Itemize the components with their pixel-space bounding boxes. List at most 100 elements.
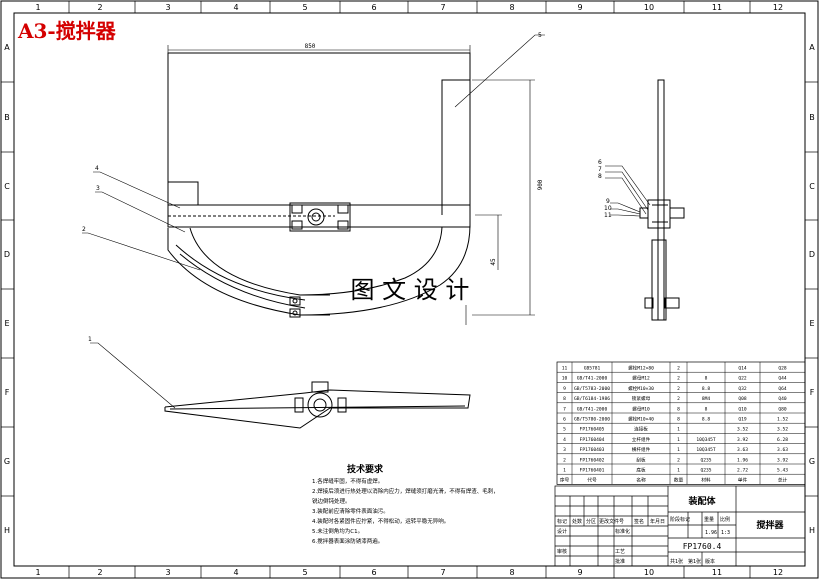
tb-check: 审核 — [557, 548, 567, 555]
col-label: 8 — [509, 568, 514, 577]
row-label: G — [4, 457, 10, 466]
tb-zone: 分区 — [586, 518, 596, 525]
row-label: E — [809, 319, 814, 328]
bom-cell: 2 — [677, 366, 680, 372]
bom-cell: 11 — [562, 366, 568, 372]
bom-cell: 1 — [677, 468, 680, 474]
row-label: B — [809, 113, 815, 122]
row-label: F — [5, 388, 10, 397]
side-view — [639, 79, 685, 321]
bom-cell: 6.28 — [777, 437, 788, 443]
title-block — [554, 485, 806, 567]
col-label: 10 — [644, 568, 654, 577]
bom-cell: 螺母M12 — [632, 375, 650, 382]
bom-cell: 1.96 — [737, 457, 748, 463]
bom-cell: 2 — [677, 457, 680, 463]
bom-cell: 横杆组件 — [632, 446, 651, 453]
tb-scale: 1:3 — [721, 530, 730, 536]
bom-cell: FP1760405 — [580, 427, 605, 433]
bom-cell: 8 — [677, 417, 680, 423]
tb-total: 共1张 — [670, 558, 683, 565]
tech-title: 技术要求 — [347, 463, 384, 475]
col-label: 2 — [97, 3, 102, 12]
row-labels: A B C D E F G H A B C D E F G H — [4, 43, 815, 535]
col-label: 12 — [773, 3, 783, 12]
tb-version: 版本 — [705, 558, 715, 565]
bom-cell: FP1760401 — [580, 468, 605, 474]
bom-cell: Q10 — [738, 406, 747, 412]
bom-cell: GB/T5783-2000 — [574, 386, 610, 392]
tb-design: 设计 — [557, 528, 567, 535]
bom-cell: GB/T41-2000 — [577, 406, 608, 412]
bom-cell: 8M4 — [702, 396, 711, 402]
bom-cell: Q235 — [700, 468, 711, 474]
bom-cell: 8.8 — [702, 417, 711, 423]
bom-cell: 8 — [705, 406, 708, 412]
bom-cell: 1 — [677, 447, 680, 453]
bom-cell: 1 — [563, 468, 566, 474]
row-label: D — [809, 250, 815, 259]
bom-cell: 3.92 — [777, 457, 788, 463]
leader-8: 8 — [598, 173, 602, 180]
col-label: 9 — [577, 568, 582, 577]
tb-drawing-no: FP1760.4 — [683, 542, 722, 551]
col-label: 5 — [302, 3, 307, 12]
bom-cell: 2 — [677, 396, 680, 402]
dim-height: 900 — [537, 179, 544, 190]
bom-header: 序号 — [560, 477, 570, 484]
bom-header: 单件 — [738, 477, 748, 484]
dimensions — [167, 45, 535, 325]
column-ticks — [68, 1, 751, 578]
bom-cell: 3.52 — [777, 427, 788, 433]
bom-cell: 1.52 — [777, 417, 788, 423]
bom-cell: Q14 — [738, 366, 747, 372]
bom-cell: 10Q345T — [696, 437, 716, 443]
row-label: H — [809, 526, 815, 535]
leader-7: 7 — [598, 166, 602, 173]
tb-count: 处数 — [572, 518, 582, 525]
bom-cell: GB/T5780-2000 — [574, 417, 610, 423]
bom-cell: Q40 — [778, 396, 787, 402]
bom-header: 总计 — [778, 477, 788, 484]
tb-sheet: 第1张 — [688, 558, 701, 565]
bom-cell: GB5781 — [584, 366, 601, 372]
row-label: G — [809, 457, 815, 466]
dim-side: 45 — [490, 258, 497, 266]
col-label: 1 — [35, 568, 40, 577]
bom-header: 代号 — [587, 477, 597, 484]
leader-4: 4 — [95, 165, 99, 172]
bom-header: 名称 — [636, 477, 646, 484]
row-label: D — [4, 250, 10, 259]
tech-line: 锐边倒钝处理。 — [312, 497, 351, 505]
hub — [307, 392, 333, 418]
bom-cell: 8 — [563, 396, 566, 402]
side-view-leaders — [605, 165, 651, 217]
col-label: 3 — [165, 3, 170, 12]
bom-cell: 8.8 — [702, 386, 711, 392]
column-labels: 1 2 3 4 5 6 7 8 9 10 11 12 1 2 3 4 5 6 7… — [35, 3, 783, 577]
bom-cell: Q64 — [778, 386, 787, 392]
bom-cell: Q08 — [738, 396, 747, 402]
inner-frame — [13, 12, 806, 567]
bom-cell: 3.52 — [737, 427, 748, 433]
watermark: 图 文 设 计 — [351, 276, 470, 304]
bom-cell: 螺栓M10×30 — [628, 385, 654, 392]
col-label: 7 — [440, 568, 445, 577]
tech-line: 4.装配时各紧固件应拧紧，不得松动，运转平稳无异响。 — [312, 517, 449, 525]
tb-assembly: 装配体 — [687, 495, 716, 507]
bom-cell: Q80 — [778, 406, 787, 412]
leader-10: 10 — [604, 205, 612, 212]
leader-6: 6 — [598, 159, 602, 166]
col-label: 1 — [35, 3, 40, 12]
bom-cell: 2 — [677, 376, 680, 382]
col-label: 8 — [509, 3, 514, 12]
leader-9: 9 — [606, 198, 610, 205]
bom-cell: 底板 — [636, 467, 646, 474]
bom-cell: 9 — [563, 386, 566, 392]
curved-blade — [167, 228, 330, 316]
tb-part-name: 搅拌器 — [756, 519, 784, 531]
leader-1: 1 — [88, 336, 92, 343]
